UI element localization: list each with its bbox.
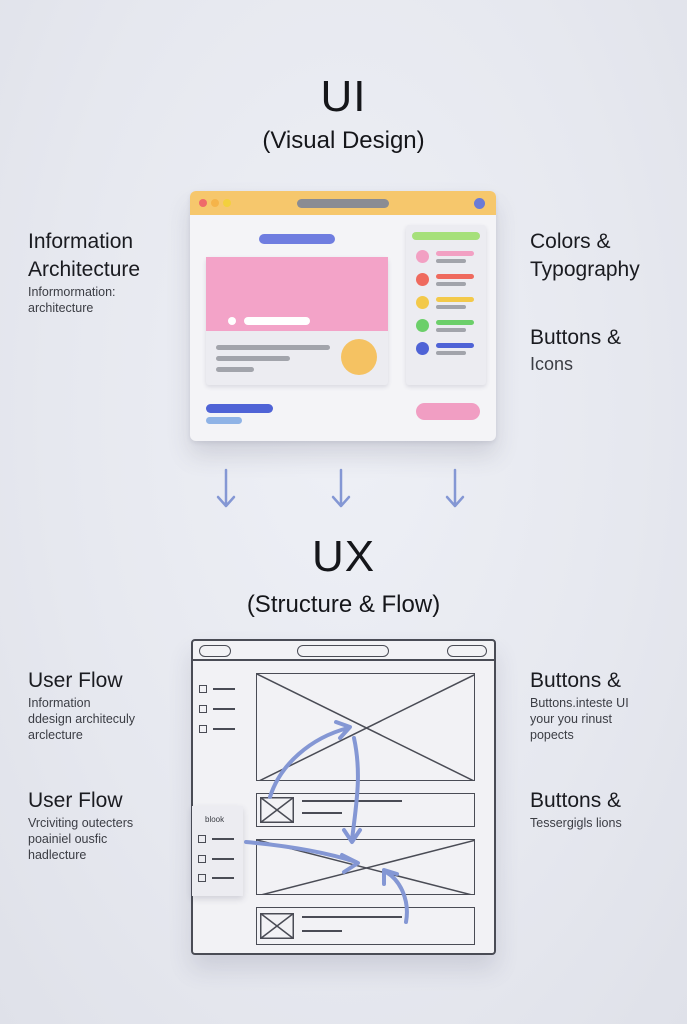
- ui-address-bar: [297, 199, 389, 208]
- ui-title: UI: [320, 72, 367, 121]
- ui-swatch-line: [436, 305, 466, 309]
- ux-topbar-pill-right: [447, 645, 487, 657]
- ux-list-row-1: [256, 793, 475, 827]
- ui-swatch-green: [416, 319, 429, 332]
- ux-sidebar-line: [212, 877, 234, 879]
- ux-nav-line: [213, 728, 235, 730]
- ux-nav-checkbox: [199, 685, 207, 693]
- ux-subtitle: (Structure & Flow): [246, 591, 441, 618]
- flow-arrow-icon: [340, 853, 360, 874]
- ux-image-placeholder-1: [256, 673, 475, 781]
- ui-swatch-line: [436, 274, 474, 279]
- ux-topbar-divider: [193, 659, 494, 661]
- ui-text-line-2: [216, 356, 290, 361]
- ux-address-bar: [297, 645, 389, 657]
- ux-row-line: [302, 812, 342, 814]
- ui-window-dot-orange: [211, 199, 219, 207]
- ux-left-heading-2: User Flow: [28, 789, 123, 812]
- ui-window-dot-red: [199, 199, 207, 207]
- ux-left-heading-1: User Flow: [28, 669, 123, 692]
- ux-floating-sidebar: blook: [192, 806, 243, 896]
- ui-swatch-line: [436, 282, 466, 286]
- ui-swatch-blue: [416, 342, 429, 355]
- ui-secondary-link[interactable]: [206, 417, 242, 424]
- ui-yellow-circle: [341, 339, 377, 375]
- flow-arrow-icon: [382, 868, 399, 886]
- ux-nav-line: [213, 688, 235, 690]
- ux-row-line: [302, 916, 402, 918]
- ui-right-heading-2: Buttons &: [530, 326, 622, 349]
- ux-topbar-pill-left: [199, 645, 231, 657]
- flow-arrow-icon: [384, 870, 409, 924]
- flow-arrow-icon: [268, 726, 350, 799]
- ui-text-line-3: [216, 367, 254, 372]
- ui-window-dot-yellow: [223, 199, 231, 207]
- ux-list-row-2: [256, 907, 475, 945]
- ux-image-placeholder-2: [256, 839, 475, 895]
- flow-arrow-icon: [334, 720, 352, 740]
- ui-swatch-line: [436, 351, 466, 355]
- ux-sidebar-line: [212, 858, 234, 860]
- ux-title: UX: [311, 532, 376, 581]
- ui-swatch-line: [436, 297, 474, 302]
- ux-thumbnail-icon: [260, 913, 294, 939]
- ui-hero-card: [206, 257, 388, 385]
- ux-left-text-2: Vrciviting outecters poainiel ousfic had…: [28, 816, 134, 862]
- flow-arrow-icon: [350, 736, 360, 842]
- ux-right-text-2: Tessergigls lions: [530, 816, 622, 830]
- ui-pink-button[interactable]: [416, 403, 480, 420]
- ui-hero-caption: [244, 317, 310, 325]
- ui-swatch-line: [436, 343, 474, 348]
- ux-sidebar-label: blook: [205, 815, 225, 824]
- down-arrows: [216, 468, 465, 508]
- ux-row-line: [302, 930, 342, 932]
- ui-subtitle: (Visual Design): [262, 127, 425, 154]
- ux-wireframe-window: [191, 639, 496, 955]
- ui-swatch-pink: [416, 250, 429, 263]
- ux-row-line: [302, 800, 402, 802]
- ui-right-text-2: Icons: [530, 354, 574, 374]
- ux-right-text-1: Buttons.inteste UI your you rinust popec…: [530, 696, 629, 742]
- ui-hero-dot: [228, 317, 236, 325]
- ui-text-line-1: [216, 345, 330, 350]
- flow-arrow-icon: [244, 840, 358, 864]
- ui-swatch-yellow: [416, 296, 429, 309]
- ux-sidebar-line: [212, 838, 234, 840]
- ui-swatch-red: [416, 273, 429, 286]
- ux-nav-checkbox: [199, 705, 207, 713]
- arrow-down-icon: [331, 468, 351, 508]
- ux-nav-checkbox: [199, 725, 207, 733]
- ui-nav-pill: [259, 234, 335, 244]
- ux-sidebar-checkbox: [198, 855, 206, 863]
- ux-sidebar-checkbox: [198, 874, 206, 882]
- ui-panel-header: [412, 232, 480, 240]
- flow-arrow-icon: [342, 828, 362, 844]
- ui-mockup-window: [190, 191, 496, 441]
- ui-swatch-line: [436, 328, 466, 332]
- arrow-down-icon: [216, 468, 236, 508]
- ui-swatch-line: [436, 259, 466, 263]
- ui-right-heading-1: Colors & Typography: [530, 230, 640, 281]
- ux-right-heading-1: Buttons &: [530, 669, 622, 692]
- ux-left-text-1: Information ddesign architeculy arclectu…: [28, 696, 136, 742]
- ui-color-panel: [406, 225, 486, 385]
- ui-swatch-line: [436, 251, 474, 256]
- ui-left-heading: Information Architecture: [28, 230, 141, 281]
- ui-profile-icon: [474, 198, 485, 209]
- ux-right-heading-2: Buttons &: [530, 789, 622, 812]
- ux-nav-line: [213, 708, 235, 710]
- ui-primary-button[interactable]: [206, 404, 273, 413]
- ux-thumbnail-icon: [260, 797, 294, 823]
- arrow-down-icon: [445, 468, 465, 508]
- ui-swatch-line: [436, 320, 474, 325]
- ui-left-text: Informormation: architecture: [28, 285, 116, 315]
- ux-sidebar-checkbox: [198, 835, 206, 843]
